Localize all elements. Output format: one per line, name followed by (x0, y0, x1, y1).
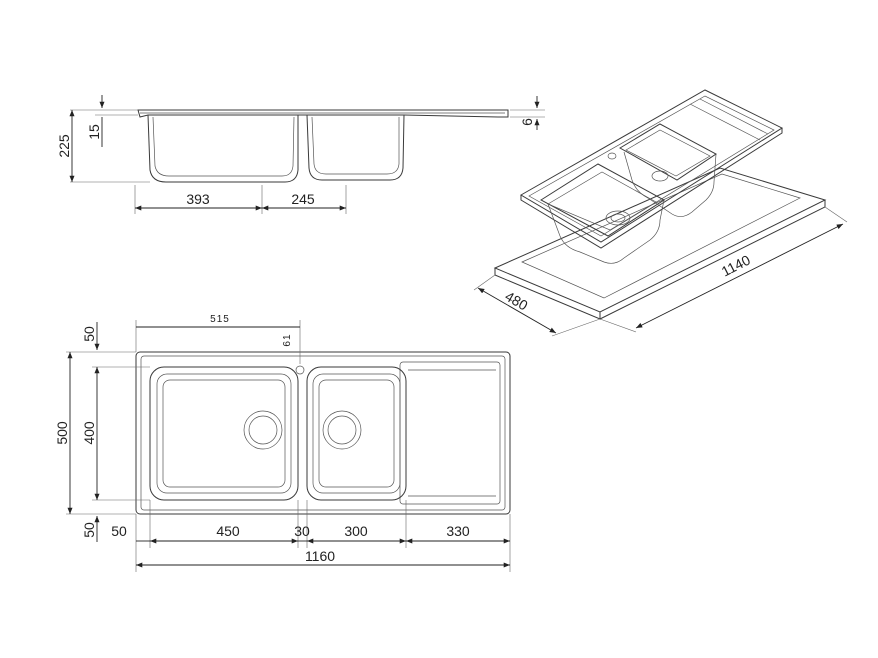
dim-big-bowl-width: 393 (186, 191, 210, 207)
dim-divider: 30 (294, 523, 310, 539)
dim-rim-thickness: 15 (86, 124, 102, 140)
dim-big-bowl: 450 (216, 523, 240, 539)
dim-tap-hole: 61 (282, 333, 293, 346)
isometric-view: 1140 480 (473, 89, 848, 337)
dim-iso-width: 480 (502, 288, 530, 314)
dim-drainer: 330 (446, 523, 470, 539)
dim-overall-length: 1160 (305, 548, 335, 564)
dim-small-bowl: 300 (344, 523, 368, 539)
dim-deck-thickness: 6 (519, 118, 535, 126)
section-view: 225 15 6 393 245 (56, 95, 545, 214)
dim-tap-offset: 515 (210, 314, 230, 325)
top-view: 515 61 500 400 50 50 50 450 30 (54, 314, 511, 572)
dim-small-bowl-width: 245 (291, 191, 315, 207)
dim-bottom-margin: 50 (81, 522, 97, 538)
dim-bowl-width: 400 (81, 421, 97, 445)
dim-overall-width: 500 (54, 421, 70, 445)
dim-top-margin: 50 (81, 326, 97, 342)
dim-total-depth: 225 (56, 134, 72, 158)
dim-left-margin: 50 (111, 523, 127, 539)
dim-iso-length: 1140 (719, 251, 753, 279)
